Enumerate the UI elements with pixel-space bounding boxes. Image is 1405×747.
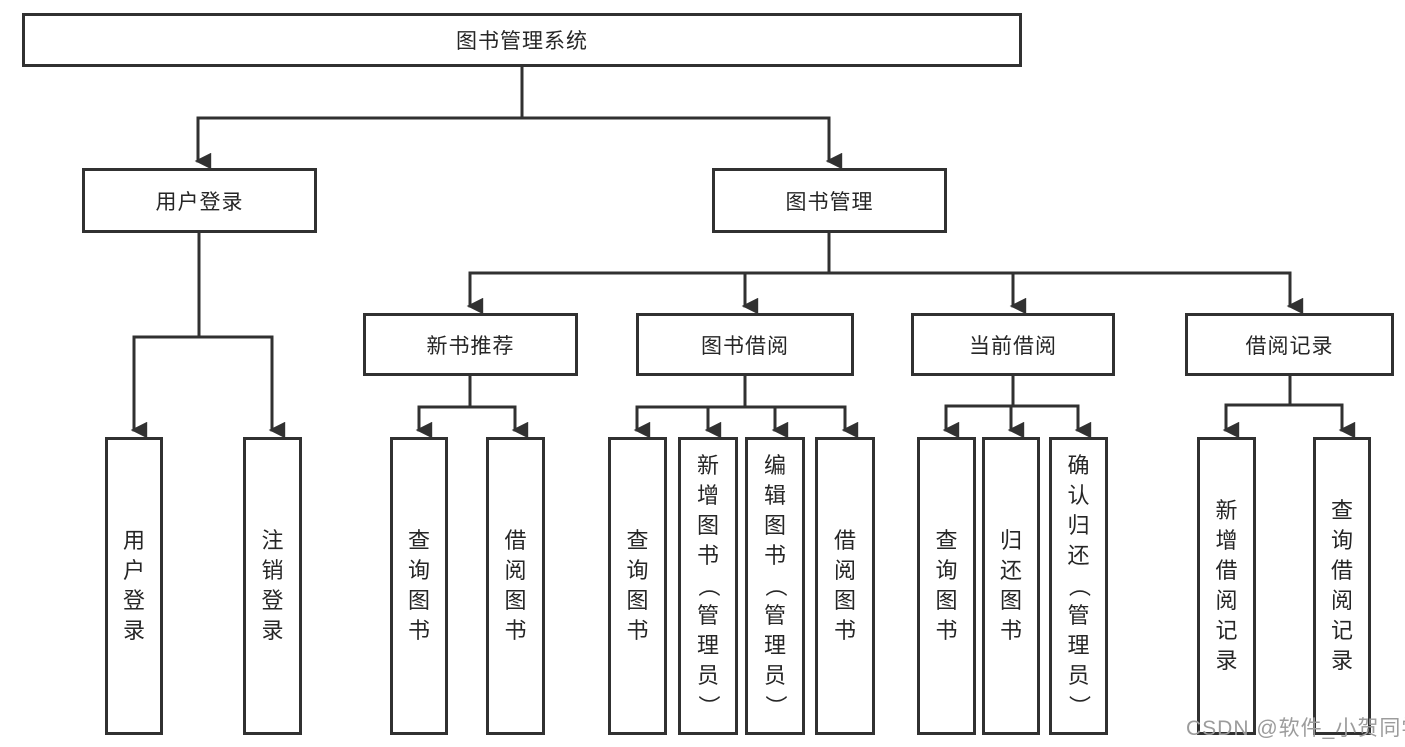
node-new-book-recommend: 新书推荐 bbox=[363, 313, 578, 376]
leaf-borrow-books: 借阅图书 bbox=[815, 437, 875, 735]
leaf-edit-books-admin: 编辑图书（管理员） bbox=[745, 437, 805, 735]
node-book-borrowing: 图书借阅 bbox=[636, 313, 854, 376]
leaf-confirm-return-admin: 确认归还（管理员） bbox=[1049, 437, 1108, 735]
node-borrowing-records: 借阅记录 bbox=[1185, 313, 1394, 376]
leaf-user-login: 用户登录 bbox=[105, 437, 163, 735]
node-library-system: 图书管理系统 bbox=[22, 13, 1022, 67]
leaf-query-borrow-record: 查询借阅记录 bbox=[1313, 437, 1371, 735]
leaf-query-books: 查询图书 bbox=[917, 437, 976, 735]
leaf-add-borrow-record: 新增借阅记录 bbox=[1197, 437, 1256, 735]
node-book-management: 图书管理 bbox=[712, 168, 947, 233]
watermark: CSDN @软件_小贺同学 bbox=[1186, 717, 1405, 740]
node-current-borrowing: 当前借阅 bbox=[911, 313, 1115, 376]
leaf-return-books: 归还图书 bbox=[982, 437, 1040, 735]
leaf-add-books-admin: 新增图书（管理员） bbox=[678, 437, 738, 735]
leaf-borrow-books: 借阅图书 bbox=[486, 437, 545, 735]
node-user-login: 用户登录 bbox=[82, 168, 317, 233]
leaf-query-books: 查询图书 bbox=[390, 437, 448, 735]
leaf-logout: 注销登录 bbox=[243, 437, 302, 735]
leaf-query-books: 查询图书 bbox=[608, 437, 667, 735]
